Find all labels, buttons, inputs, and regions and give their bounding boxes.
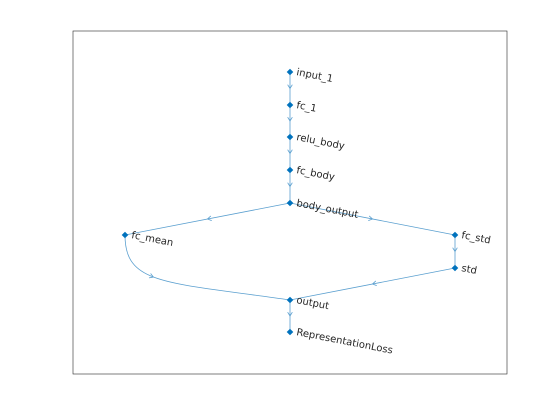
edge-std-to-output-arrowhead: [371, 280, 377, 286]
edge-fc-mean-to-output-line: [124, 234, 291, 301]
node-marker-representationloss[interactable]: [286, 328, 294, 336]
edge-fc-1-to-relu-body-arrowhead: [287, 116, 293, 122]
node-marker-output[interactable]: [286, 296, 294, 304]
edge-std-to-output: [289, 267, 456, 301]
edge-fc-body-to-body-output: [287, 170, 293, 203]
edge-fc-mean-to-output: [124, 234, 291, 301]
edge-fc-std-to-std: [452, 235, 458, 268]
edge-body-output-to-fc-mean-arrowhead: [206, 215, 212, 221]
edge-output-to-representationloss-arrowhead: [287, 311, 293, 317]
node-marker-body-output[interactable]: [286, 199, 294, 207]
edge-fc-body-to-body-output-arrowhead: [287, 182, 293, 188]
edge-fc-mean-to-output-arrowhead: [148, 273, 155, 279]
edge-input-1-to-fc-1-arrowhead: [287, 84, 293, 90]
node-marker-fc-body[interactable]: [286, 166, 294, 174]
edges-layer: [124, 72, 458, 332]
edge-fc-1-to-relu-body: [287, 105, 293, 137]
node-label-std: std: [460, 263, 477, 277]
node-marker-input-1[interactable]: [286, 68, 294, 76]
edge-input-1-to-fc-1: [287, 72, 293, 105]
edge-relu-body-to-fc-body-arrowhead: [287, 149, 293, 155]
edge-relu-body-to-fc-body: [287, 137, 293, 170]
edge-fc-std-to-std-arrowhead: [452, 247, 458, 253]
edge-body-output-to-fc-std-arrowhead: [368, 215, 374, 221]
node-marker-fc-1[interactable]: [286, 101, 294, 109]
node-marker-relu-body[interactable]: [286, 133, 294, 141]
edge-output-to-representationloss: [287, 300, 293, 332]
node-marker-fc-mean[interactable]: [121, 231, 129, 239]
node-label-fc-1: fc_1: [295, 100, 317, 115]
edge-body-output-to-fc-std: [289, 202, 456, 236]
node-marker-std[interactable]: [451, 264, 459, 272]
nodes-layer: [121, 68, 459, 336]
edge-body-output-to-fc-mean: [124, 202, 291, 236]
node-marker-fc-std[interactable]: [451, 231, 459, 239]
